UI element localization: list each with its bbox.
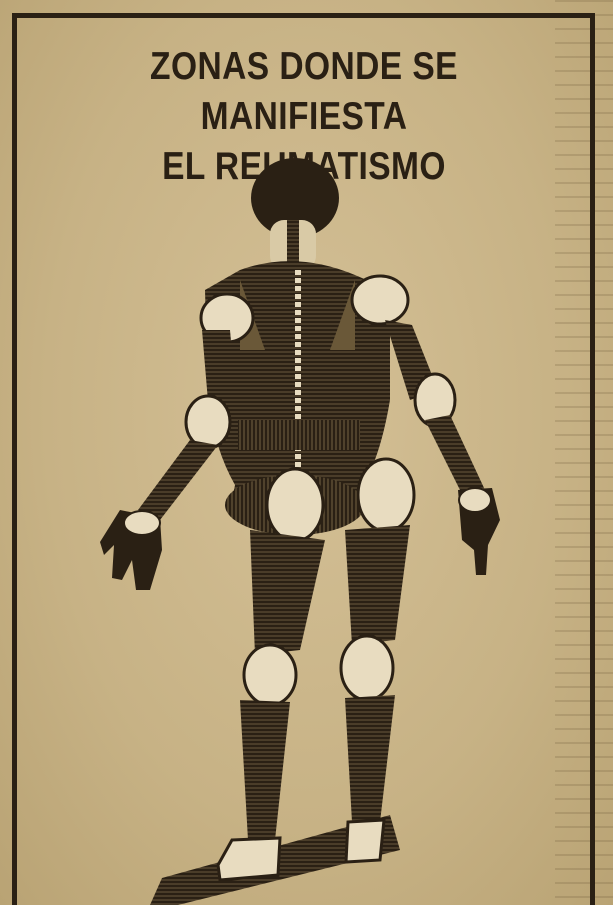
human-figure-back-view-icon — [90, 150, 520, 905]
heading-line-1: ZONAS DONDE SE MANIFIESTA — [55, 42, 554, 142]
head — [251, 158, 339, 270]
legs — [218, 525, 410, 880]
left-arm — [100, 330, 238, 590]
